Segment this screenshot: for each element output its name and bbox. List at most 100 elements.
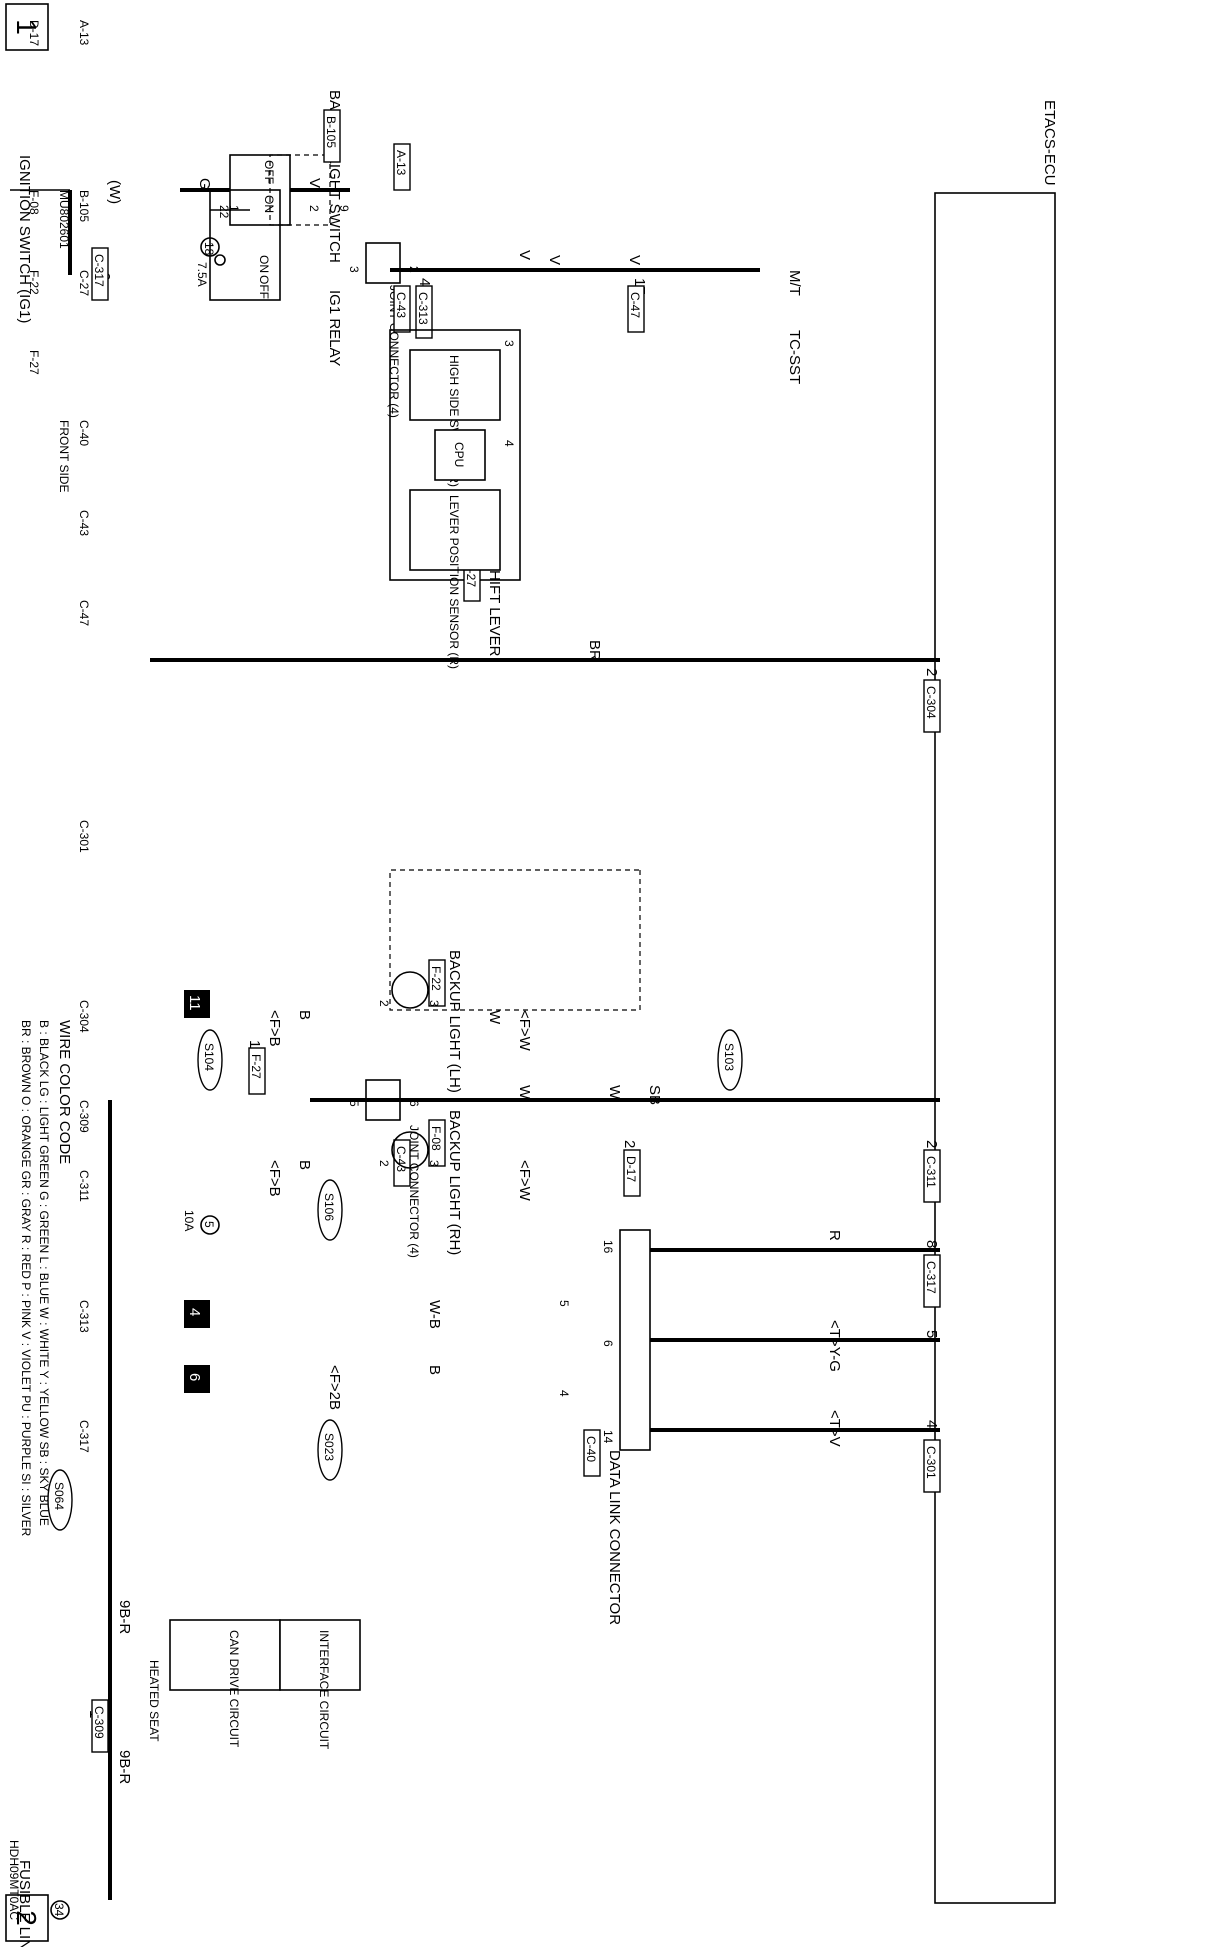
backup-lh-pin2: 2 [377, 1000, 391, 1007]
c47-label-top: C-47 [628, 292, 642, 318]
cv-c309: C-309 [77, 1100, 91, 1133]
fuse18-number: 18 [202, 242, 216, 256]
backup-lh-pin3: 3 [427, 1000, 441, 1007]
fuse5-circle [200, 1215, 220, 1235]
c313-tag [415, 285, 433, 339]
joint-connector-bottom [365, 1079, 401, 1121]
fusible-link-circle [50, 1900, 70, 1920]
dlc-pin4: 4 [557, 1390, 571, 1397]
cpu-box [434, 429, 486, 481]
cpu-label: CPU [452, 442, 466, 467]
cv-c40-note: FRONT SIDE [57, 420, 71, 492]
cv-c304: C-304 [77, 1000, 91, 1033]
ground-ref-4 [184, 1300, 210, 1328]
can-drive-label: CAN DRIVE CIRCUIT [227, 1630, 241, 1748]
wire-g: G [196, 178, 213, 190]
a13-tag [393, 143, 411, 191]
ig1-relay-label: IG1 RELAY [326, 290, 343, 366]
dlc-label: DATA LINK CONNECTOR [606, 1450, 623, 1625]
backup-rh-pin2: 2 [377, 1160, 391, 1167]
backup-switch-dashed [269, 154, 331, 226]
fuse5-number: 5 [202, 1221, 216, 1228]
cv-c27: C-27 [77, 270, 91, 296]
cv-c301: C-301 [77, 820, 91, 853]
c309-label: C-309 [92, 1706, 106, 1739]
wire-tv-label: <T>V [826, 1410, 843, 1447]
switch-off: OFF [262, 160, 276, 184]
fuse18-rating: 7.5A [195, 262, 209, 287]
relay-off: OFF [257, 275, 271, 299]
cv-c40: C-40 [77, 420, 91, 446]
switch-pin2: 2 [307, 205, 321, 212]
backup-rh-lamp [391, 1131, 429, 1169]
wire-v4: V [306, 178, 323, 188]
joint-bottom-pin6: 6 [407, 1100, 421, 1107]
fusible-link-number: 34 [52, 1903, 66, 1917]
s064-tag [47, 1469, 73, 1531]
wire-wb: W-B [426, 1300, 443, 1329]
c317-label-top: C-317 [92, 254, 106, 287]
c43-tag-bottom [393, 1139, 411, 1187]
s104-label: S104 [202, 1043, 216, 1071]
legend-line1: B : BLACK LG : LIGHT GREEN G : GREEN L :… [37, 1020, 51, 1526]
cv-c47: C-47 [77, 600, 91, 626]
wire-v3: V [626, 255, 643, 265]
branch-mt: M/T [786, 270, 803, 296]
cv-b105-part: MU802601 [57, 190, 71, 249]
c43-label-top: C-43 [394, 292, 408, 318]
can-drive-box [169, 1619, 281, 1691]
backup-rh-label: BACKUP LIGHT (RH) [446, 1110, 463, 1255]
c304-pin2: 2 [923, 668, 940, 676]
shift-pin3: 3 [502, 340, 516, 347]
ground-ref-6 [184, 1365, 210, 1393]
c43-tag-top [393, 285, 411, 333]
lever-sensor-box [409, 489, 501, 571]
wire-sb: SB [646, 1085, 663, 1105]
shift-pin4: 4 [502, 440, 516, 447]
heated-seat-label: HEATED SEAT [147, 1660, 161, 1742]
f27-label: F-27 [249, 1054, 263, 1079]
fuse18-circle [200, 237, 220, 257]
c317-pin8: 8 [923, 1240, 940, 1248]
wire-f2b: <F>2B [326, 1365, 343, 1410]
cv-f08: F-08 [27, 190, 41, 215]
s106-label: S106 [322, 1193, 336, 1221]
wire-v1: V [516, 250, 533, 260]
interface-label: INTERFACE CIRCUIT [317, 1630, 331, 1750]
f22-label: F-22 [429, 966, 443, 991]
d17-label: D-17 [624, 1156, 638, 1182]
legend-line2: BR : BROWN O : ORANGE GR : GRAY R : RED … [19, 1020, 33, 1537]
cv-a13: A-13 [77, 20, 91, 46]
s064-label: S064 [52, 1482, 66, 1510]
f27-tag [248, 1047, 266, 1095]
fusible-link-label: FUSIBLE LINK [16, 1860, 33, 1947]
ground-ref-11 [184, 990, 210, 1018]
c313-label: C-313 [416, 292, 430, 325]
c311-tag [923, 1149, 941, 1203]
joint-bottom-pin5: 5 [347, 1100, 361, 1107]
diagram-code: HDH09MT0AC [7, 1840, 21, 1920]
s023-label: S023 [322, 1433, 336, 1461]
d17-tag [623, 1149, 641, 1197]
switch-pin1: 1 [227, 205, 241, 212]
wire-9br-a: 9B-R [116, 1600, 133, 1634]
ig1-relay-box [209, 189, 281, 301]
c43-label-bottom: C-43 [394, 1146, 408, 1172]
c301-pin5: 5 [923, 1330, 940, 1338]
c317-tag-bottom [923, 1254, 941, 1308]
c304-label: C-304 [924, 686, 938, 719]
c309-tag [91, 1699, 109, 1753]
c301-tag [923, 1439, 941, 1493]
relay-contact [214, 254, 226, 266]
switch-on: ON [262, 195, 276, 213]
wire-b3: B [426, 1365, 443, 1375]
wire-fb2: <F>B [266, 1160, 283, 1197]
f22-tag [428, 959, 446, 1007]
dlc-pin16: 16 [601, 1240, 615, 1254]
interface-box [279, 1619, 361, 1691]
ignition-wire-color: (W) [106, 180, 123, 204]
dlc-pin6: 6 [601, 1340, 615, 1347]
